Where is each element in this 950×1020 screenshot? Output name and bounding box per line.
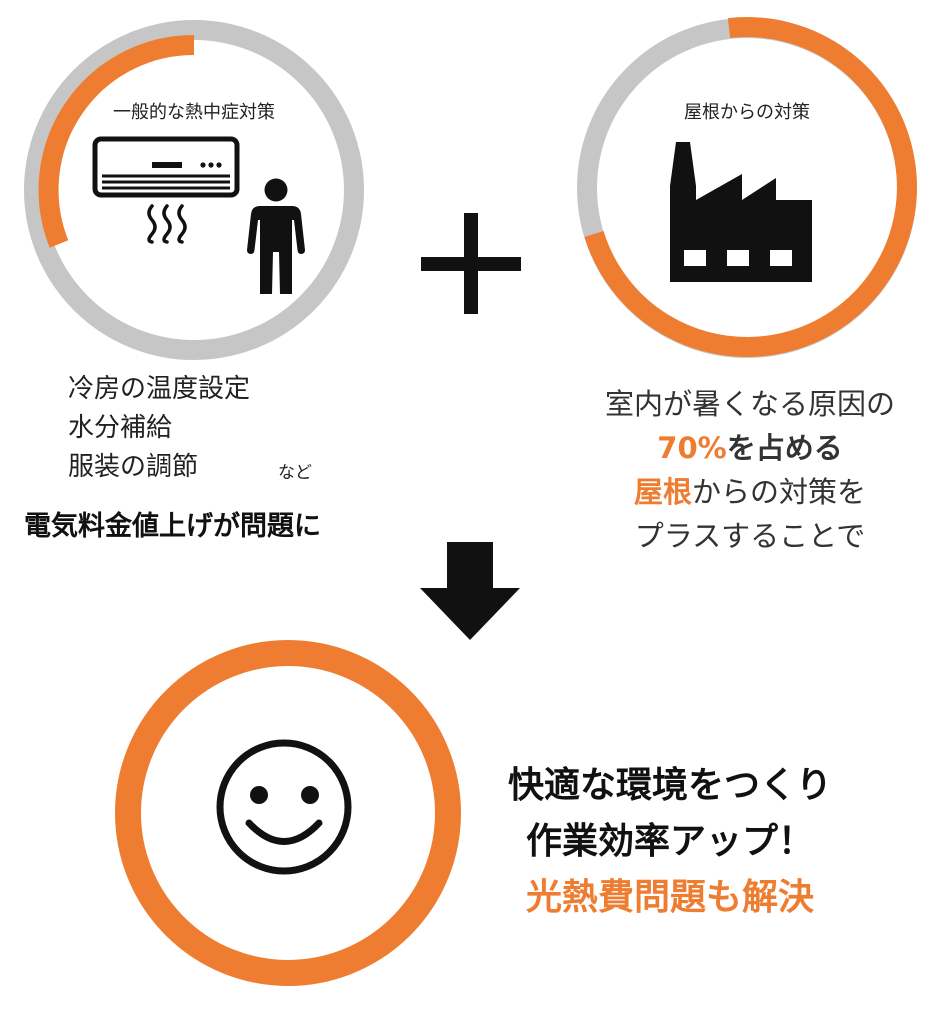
left-ring-highlight [38, 34, 195, 248]
heat-waves-icon [147, 204, 187, 244]
explanation-line: 70%を占める [560, 426, 940, 470]
result-text: 快適な環境をつくり 作業効率アップ！ 光熱費問題も解決 [470, 758, 870, 926]
measure-item: 服装の調節 [68, 452, 199, 482]
explanation-suffix: からの対策を [692, 475, 867, 509]
factory-icon [670, 142, 812, 282]
arrow-down-icon [420, 542, 520, 640]
measure-item: 冷房の温度設定 [68, 374, 251, 404]
explanation-suffix: を占める [726, 431, 843, 465]
explanation-line: プラスすることで [634, 519, 866, 553]
percent-value: 70% [657, 431, 727, 465]
smiley-face-icon [216, 739, 352, 875]
result-line: 作業効率アップ！ [525, 821, 814, 862]
roof-explanation: 室内が暑くなる原因の 70%を占める 屋根からの対策を プラスすることで [560, 382, 940, 558]
left-ring-title: 一般的な熱中症対策 [113, 102, 275, 123]
explanation-line: 屋根からの対策を [560, 470, 940, 514]
result-line: 快適な環境をつくり [507, 765, 832, 806]
etc-label: など [278, 463, 312, 483]
measure-item: 水分補給 [68, 413, 173, 443]
right-ring-title: 屋根からの対策 [684, 102, 810, 123]
problem-statement: 電気料金値上げが問題に [24, 511, 321, 542]
result-ring [115, 640, 461, 986]
explanation-line: 室内が暑くなる原因の [604, 387, 895, 421]
left-ring [24, 20, 364, 360]
result-line-highlight: 光熱費問題も解決 [525, 877, 814, 918]
right-ring [577, 17, 917, 358]
right-ring-highlight [584, 17, 917, 357]
person-icon [247, 178, 305, 294]
roof-keyword: 屋根 [633, 475, 692, 509]
air-conditioner-icon [92, 136, 240, 198]
measures-list: 冷房の温度設定 水分補給 服装の調節 [68, 370, 250, 487]
